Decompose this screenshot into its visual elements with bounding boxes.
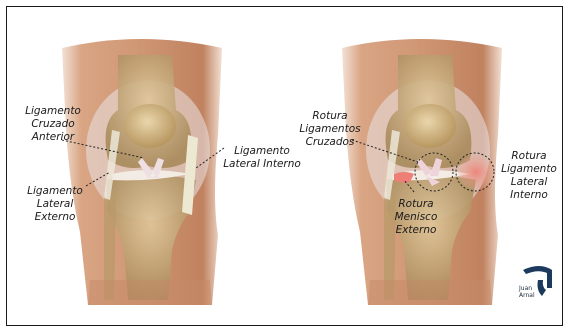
leg-shadow (368, 280, 492, 305)
meniscus-tear-label: Rotura Menisco Externo (386, 198, 446, 237)
mcl-injury-glow (458, 155, 494, 189)
injured-knee (342, 39, 502, 305)
leg-shadow (88, 280, 212, 305)
mcl-tear-label: Rotura Ligamento Lateral Interno (500, 150, 558, 202)
patella (124, 104, 176, 148)
healthy-knee (62, 39, 222, 305)
patella (404, 104, 456, 148)
acl-label: Ligamento Cruzado Anterior (18, 105, 88, 144)
logo-name: Juan Arnal (519, 285, 535, 299)
cruciate-tear-label: Rotura Ligamentos Cruzados (291, 110, 369, 149)
lcl-label: Ligamento Lateral Externo (20, 185, 90, 224)
